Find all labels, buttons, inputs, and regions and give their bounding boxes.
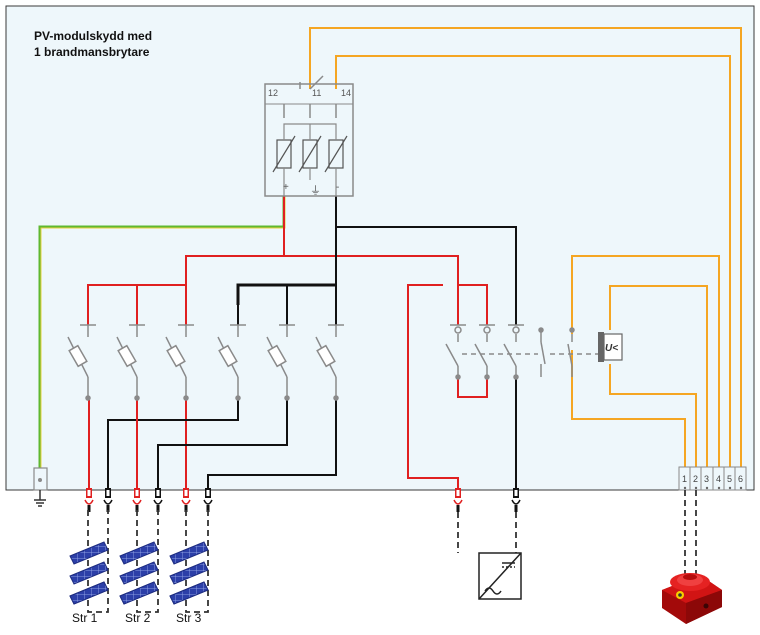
fuse-icon [67, 325, 91, 401]
solar-panels [69, 541, 209, 605]
external-cables [87, 490, 697, 613]
spd-terminal-minus: - [336, 182, 339, 193]
title-line-2: 1 brandmansbrytare [34, 45, 150, 59]
string-label-1: Str 1 [72, 611, 98, 625]
fuses [67, 325, 339, 401]
dc-disconnector [445, 324, 600, 380]
solar-panel-icon [69, 541, 109, 605]
inverter-icon [478, 552, 522, 600]
ground-icon [34, 490, 46, 507]
enclosure [5, 5, 755, 491]
connector-positive [132, 488, 142, 512]
fuse-icon [165, 325, 189, 401]
terminal-4: 4 [716, 474, 721, 484]
connector-negative [203, 488, 213, 512]
undervoltage-label: U< [605, 343, 618, 354]
terminal-3: 3 [704, 474, 709, 484]
terminal-5: 5 [727, 474, 732, 484]
terminal-6: 6 [738, 474, 743, 484]
spd-terminal-plus: + [283, 182, 289, 193]
string-label-2: Str 2 [125, 611, 151, 625]
control-wires [309, 27, 742, 467]
spd-terminal-ground: ⏚ [310, 184, 321, 197]
undervoltage-release: U< [598, 332, 623, 362]
connector-negative [103, 488, 113, 512]
negative-wires-thick [236, 283, 336, 305]
title-line-1: PV-modulskydd med [34, 29, 153, 43]
terminal-2: 2 [693, 474, 698, 484]
fire-switch-icon [662, 573, 722, 624]
connector-positive [181, 488, 191, 512]
solar-panel-icon [119, 541, 159, 605]
terminal-1: 1 [682, 474, 687, 484]
fuse-icon [217, 325, 241, 401]
string-label-3: Str 3 [176, 611, 202, 625]
connector-positive [84, 488, 94, 512]
fuse-icon [315, 325, 339, 401]
connector-negative [153, 488, 163, 512]
relay-terminal-14: 14 [341, 88, 351, 98]
relay-terminal-12: 12 [268, 88, 278, 98]
relay-terminal-11: 11 [312, 88, 321, 98]
fuse-icon [266, 325, 290, 401]
connector-positive [453, 488, 463, 512]
solar-panel-icon [169, 541, 209, 605]
terminal-block: 1 2 3 4 5 6 [678, 466, 747, 491]
diagram-title: PV-modulskydd med 1 brandmansbrytare [34, 28, 152, 60]
connector-negative [511, 488, 521, 512]
positive-wires [87, 196, 488, 492]
surge-protection-device: 12 11 14 + ⏚ - [264, 75, 354, 197]
mc4-connectors [84, 488, 521, 512]
ground-terminal [33, 467, 48, 491]
fuse-icon [116, 325, 140, 401]
varistor-icon [272, 135, 348, 173]
